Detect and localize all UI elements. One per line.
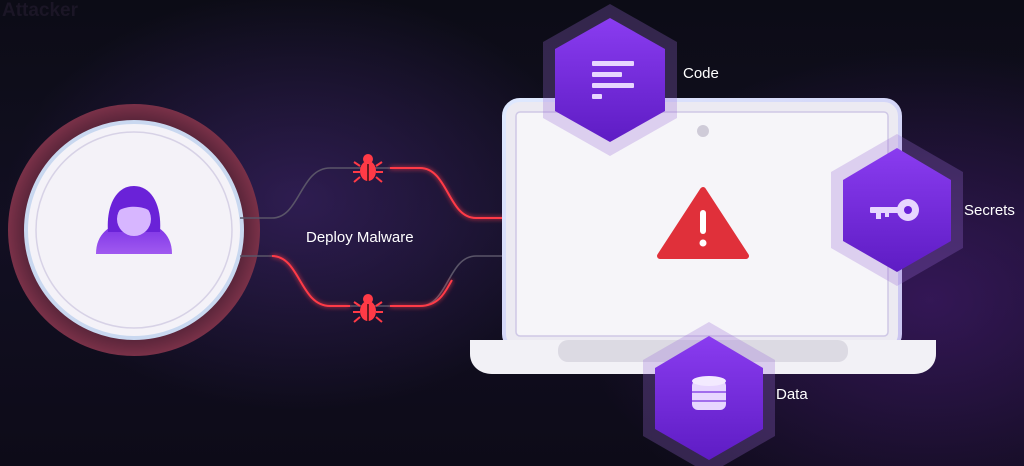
document-lines-icon [592, 61, 634, 99]
data-hexagon [643, 322, 775, 466]
webcam [697, 125, 709, 137]
code-hexagon [543, 4, 677, 156]
code-label: Code [683, 65, 719, 82]
attacker-label: Attacker [1, 0, 79, 21]
data-label: Data [776, 386, 808, 403]
upper-line-red-segment [390, 167, 514, 219]
warning-triangle-icon [657, 187, 749, 259]
bug-icon [353, 294, 383, 323]
deploy-malware-label: Deploy Malware [306, 229, 414, 246]
key-icon [870, 199, 919, 221]
attacker-node [8, 104, 260, 356]
database-icon [692, 376, 726, 410]
secrets-hexagon [831, 134, 963, 286]
lower-line-red-segment-right [390, 279, 453, 307]
bug-icon [353, 154, 383, 183]
hooded-hacker-icon [96, 186, 172, 254]
secrets-label: Secrets [964, 202, 1015, 219]
lower-line-red-segment [271, 255, 350, 307]
